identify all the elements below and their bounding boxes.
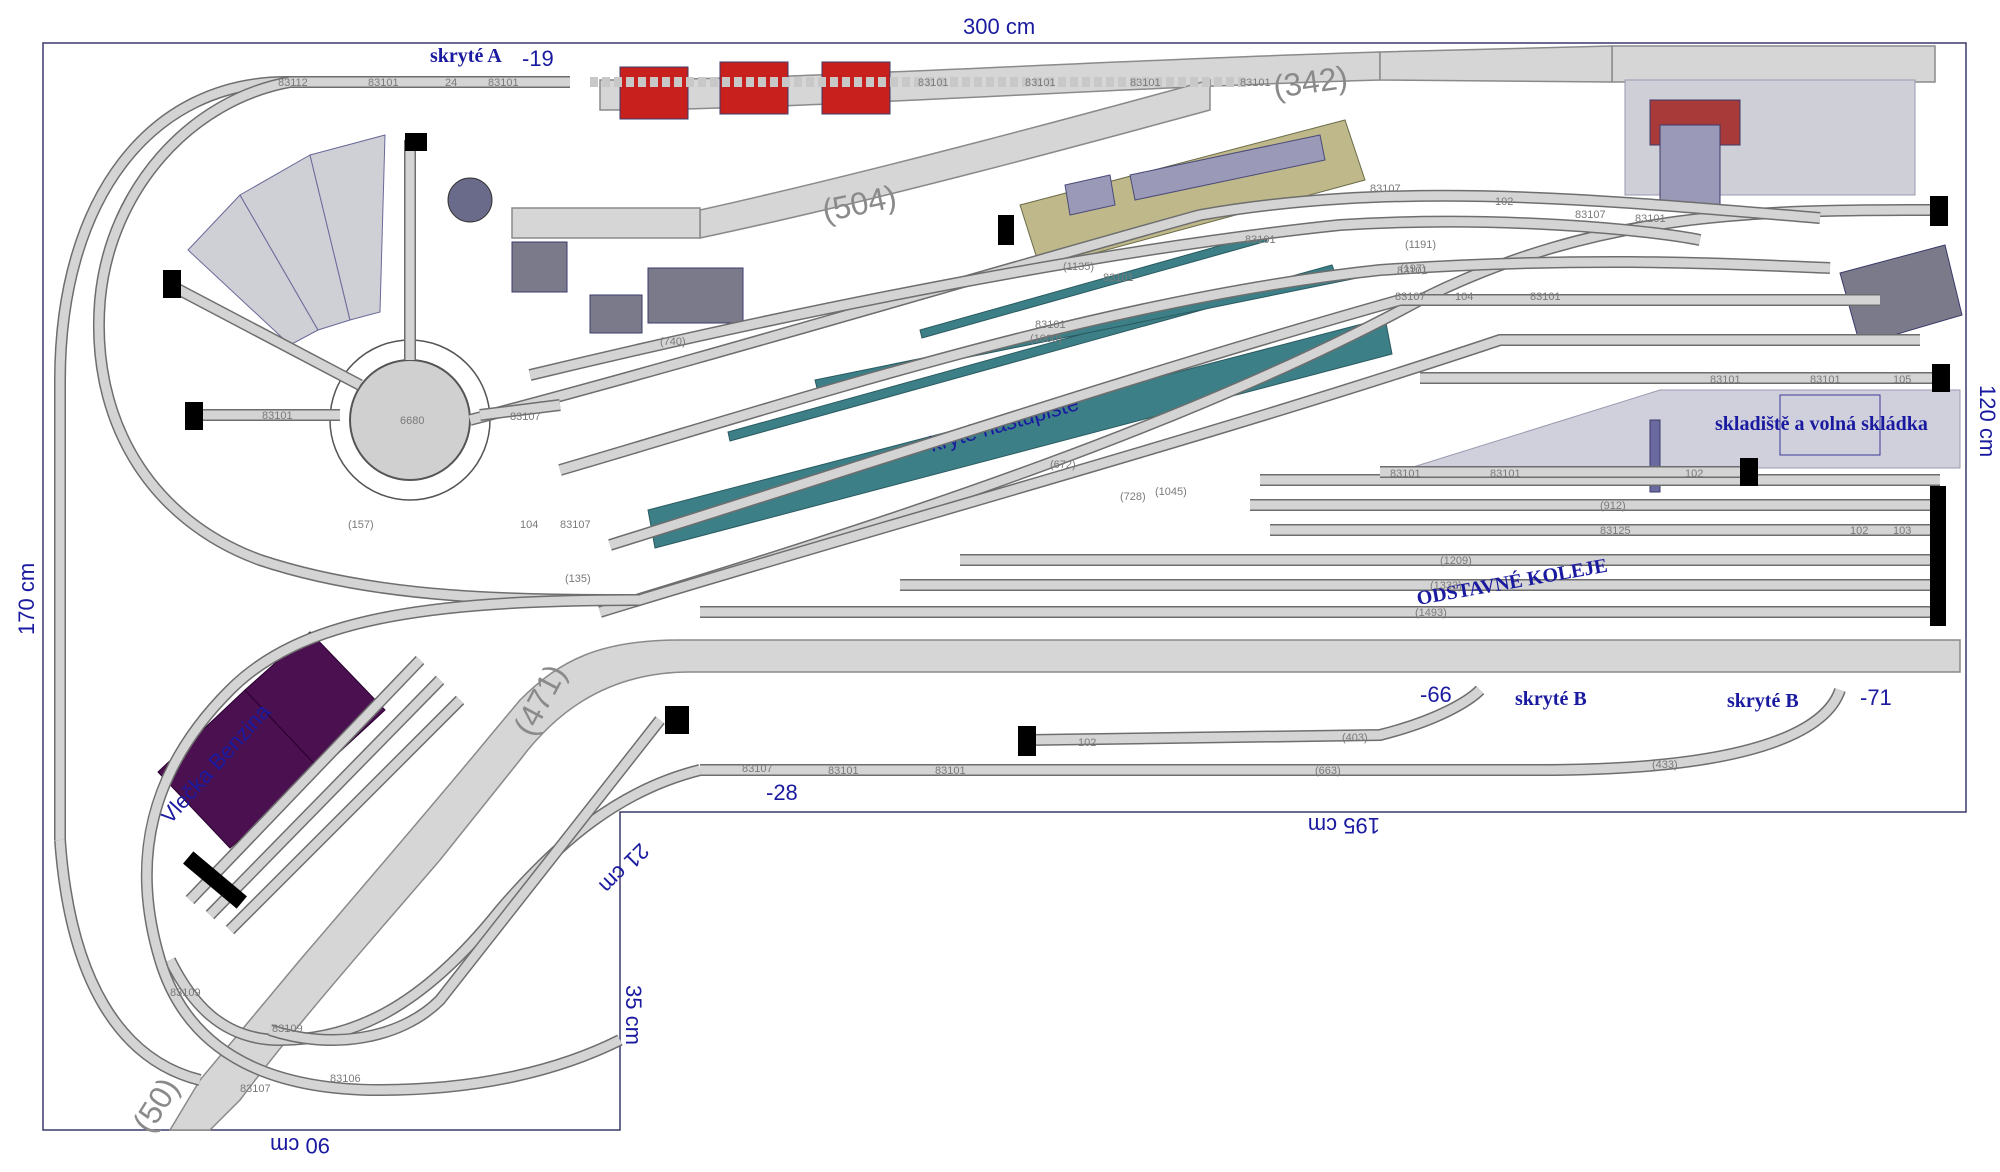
- svg-text:(135): (135): [565, 573, 591, 585]
- svg-text:83101: 83101: [1240, 77, 1271, 89]
- warehouse-area: [1409, 389, 1961, 469]
- dim-top: 300 cm: [963, 14, 1035, 39]
- roundhouse: [187, 134, 568, 501]
- hidden-b1-label: skryté B: [1515, 688, 1587, 710]
- svg-text:83112: 83112: [278, 77, 308, 89]
- dim-bottom-left: 90 cm: [270, 1133, 330, 1158]
- svg-text:83101: 83101: [1390, 468, 1421, 480]
- svg-text:(912): (912): [1600, 500, 1626, 512]
- svg-text:102: 102: [1850, 525, 1868, 537]
- svg-text:83101: 83101: [1397, 265, 1428, 277]
- svg-text:83107: 83107: [510, 411, 541, 423]
- dim-step-vert: 35 cm: [621, 985, 646, 1045]
- svg-text:83101: 83101: [1810, 374, 1841, 386]
- track-numbers: 83112 83101 83101 24 83101 83101 83101 8…: [170, 77, 1911, 1095]
- dim-left: 170 cm: [14, 563, 39, 635]
- dim-bottom-middle: 195 cm: [1308, 813, 1380, 838]
- svg-text:83101: 83101: [1025, 77, 1056, 89]
- svg-text:83101: 83101: [1245, 234, 1276, 246]
- industry-1: [647, 267, 744, 324]
- svg-text:83107: 83107: [1370, 183, 1401, 195]
- svg-text:83101: 83101: [828, 765, 859, 777]
- svg-text:83101: 83101: [1130, 77, 1161, 89]
- svg-text:83101: 83101: [1710, 374, 1741, 386]
- svg-text:83101: 83101: [262, 410, 293, 422]
- svg-text:83107: 83107: [742, 763, 773, 775]
- buffer-stops: [163, 133, 1950, 909]
- svg-text:83101: 83101: [1035, 319, 1066, 331]
- svg-text:6680: 6680: [400, 415, 424, 427]
- svg-text:(433): (433): [1652, 759, 1678, 771]
- svg-text:(1333): (1333): [1430, 580, 1462, 592]
- red-building-3: [821, 61, 891, 115]
- loading-crane: [1649, 419, 1661, 493]
- svg-text:(728): (728): [1120, 491, 1146, 503]
- elevation-b2: -71: [1860, 685, 1892, 710]
- station-building: [1019, 119, 1366, 269]
- svg-text:83107: 83107: [1395, 291, 1426, 303]
- elevation-a: -19: [522, 46, 554, 71]
- svg-text:83101: 83101: [1103, 272, 1134, 284]
- warehouse-building: [1779, 394, 1881, 456]
- svg-text:83109: 83109: [170, 987, 201, 999]
- svg-text:105: 105: [1893, 374, 1911, 386]
- warehouse-label: skladiště a volná skládka: [1715, 413, 1928, 435]
- svg-text:103: 103: [1893, 525, 1911, 537]
- svg-text:83107: 83107: [1575, 209, 1606, 221]
- svg-text:83107: 83107: [240, 1083, 271, 1095]
- svg-text:83101: 83101: [935, 765, 966, 777]
- hidden-a-label: skryté A: [430, 45, 502, 67]
- svg-text:83101: 83101: [1635, 213, 1666, 225]
- svg-text:(663): (663): [1315, 765, 1341, 777]
- svg-text:104: 104: [520, 519, 538, 531]
- svg-text:83107: 83107: [560, 519, 591, 531]
- svg-text:(1191): (1191): [1405, 239, 1436, 251]
- svg-text:83106: 83106: [330, 1073, 361, 1085]
- svg-text:102: 102: [1495, 196, 1513, 208]
- svg-text:83109: 83109: [272, 1023, 303, 1035]
- svg-text:104: 104: [1455, 291, 1473, 303]
- svg-text:(157): (157): [348, 519, 374, 531]
- red-building-2: [719, 61, 789, 115]
- svg-text:102: 102: [1685, 468, 1703, 480]
- svg-text:(1135): (1135): [1063, 261, 1094, 273]
- svg-text:(403): (403): [1342, 732, 1368, 744]
- dim-right: 120 cm: [1975, 385, 2000, 457]
- svg-text:83101: 83101: [1490, 468, 1521, 480]
- svg-text:(1493): (1493): [1415, 607, 1447, 619]
- elevation-c: -28: [766, 780, 798, 805]
- red-building-1: [619, 66, 689, 120]
- dim-step-diag: 21 cm: [594, 838, 654, 898]
- elevation-b1: -66: [1420, 682, 1452, 707]
- svg-text:83125: 83125: [1600, 525, 1631, 537]
- engine-shed: [1839, 244, 1963, 346]
- tracks: [54, 75, 1950, 1097]
- svg-text:(1045): (1045): [1155, 486, 1187, 498]
- goods-shed: [1659, 124, 1721, 206]
- svg-text:102: 102: [1078, 737, 1096, 749]
- svg-text:(672): (672): [1050, 459, 1076, 471]
- board-outline: [42, 42, 1967, 1131]
- hidden-b2-label: skryté B: [1727, 690, 1799, 712]
- svg-text:83101: 83101: [488, 77, 519, 89]
- svg-text:24: 24: [445, 77, 457, 89]
- svg-text:(1209): (1209): [1440, 555, 1472, 567]
- svg-text:83101: 83101: [918, 77, 949, 89]
- svg-text:(197): (197): [1400, 263, 1426, 275]
- svg-text:83101: 83101: [368, 77, 399, 89]
- svg-text:83101: 83101: [1530, 291, 1561, 303]
- svg-text:(740): (740): [660, 336, 686, 348]
- industry-2: [589, 294, 643, 334]
- svg-text:(1000): (1000): [1030, 333, 1062, 345]
